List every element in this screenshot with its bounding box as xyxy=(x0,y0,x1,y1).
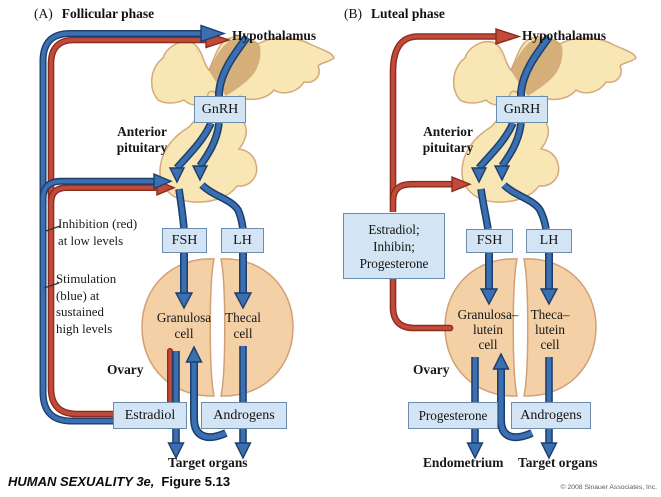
feedback-to-granulosa-line-b xyxy=(389,272,454,332)
gnrh-pathway-b xyxy=(470,34,553,230)
inhibition-loop-b xyxy=(389,28,522,332)
granulosa-lutein-cell-label: Granulosa– lutein cell xyxy=(457,307,519,352)
panel-b-letter: (B) xyxy=(344,6,362,21)
ovary-label-a: Ovary xyxy=(107,362,144,377)
granulosa-cell-label: Granulosa cell xyxy=(156,310,212,341)
hypothalamus-label-a: Hypothalamus xyxy=(232,28,317,43)
gnrh-box-a: GnRH xyxy=(194,96,246,123)
target-organs-label-a: Target organs xyxy=(168,455,248,470)
stimulation-note: Stimulation (blue) at sustained high lev… xyxy=(56,272,117,336)
thecal-cell-label: Thecal cell xyxy=(225,310,261,341)
panel-b-phase-label: Luteal phase xyxy=(371,6,445,21)
red-arrowhead-hypothalamus-b xyxy=(495,28,522,45)
target-organs-label-b: Target organs xyxy=(518,455,598,470)
blue-arrowhead-hypothalamus-a xyxy=(200,24,227,43)
ovary-arrows-b xyxy=(466,253,559,460)
hypothalamus-label-b: Hypothalamus xyxy=(522,28,607,43)
inhibition-note-tick xyxy=(45,225,61,232)
progesterone-box: Progesterone xyxy=(408,402,498,429)
figure-number: Figure 5.13 xyxy=(161,474,231,489)
panel-a-phase-label: Follicular phase xyxy=(61,6,155,21)
androgens-box-a: Androgens xyxy=(201,402,287,429)
feedback-hormones-box: Estradiol; Inhibin; Progesterone xyxy=(343,213,445,279)
anterior-pituitary-label-b: Anterior pituitary xyxy=(422,124,474,155)
theca-lutein-cell-label: Theca– lutein cell xyxy=(530,307,570,352)
lh-box-b: LH xyxy=(526,229,572,253)
stimulation-loop-a xyxy=(39,24,227,425)
gnrh-arrowhead-left-b xyxy=(470,167,488,184)
gnrh-arrowhead-right-b xyxy=(493,165,511,182)
fsh-box-a: FSH xyxy=(162,228,207,253)
fsh-box-b: FSH xyxy=(466,229,513,253)
book-title: HUMAN SEXUALITY 3e, xyxy=(8,474,155,489)
blue-arrowhead-pituitary-a xyxy=(153,172,173,190)
red-arrowhead-pituitary-b xyxy=(451,175,472,193)
androgens-box-b: Androgens xyxy=(511,402,591,429)
gnrh-box-b: GnRH xyxy=(496,96,548,123)
panel-a-title: (A) Follicular phase xyxy=(34,6,154,22)
lh-box-a: LH xyxy=(221,228,264,253)
stimulation-note-tick xyxy=(43,282,60,289)
panel-a-letter: (A) xyxy=(34,6,53,21)
figure-caption: HUMAN SEXUALITY 3e, Figure 5.13 xyxy=(8,474,230,489)
ovary-label-b: Ovary xyxy=(413,362,450,377)
panel-b-title: (B) Luteal phase xyxy=(344,6,445,22)
inhibition-note: Inhibition (red) at low levels xyxy=(58,217,138,248)
gnrh-pathway-a xyxy=(168,34,251,230)
anterior-pituitary-label-a: Anterior pituitary xyxy=(116,124,168,155)
endometrium-label: Endometrium xyxy=(423,455,504,470)
estradiol-box: Estradiol xyxy=(113,402,187,429)
copyright-notice: © 2008 Sinauer Associates, Inc. xyxy=(560,484,657,491)
gnrh-arrowhead-left-a xyxy=(168,167,186,184)
gnrh-arrowhead-right-a xyxy=(191,165,209,182)
